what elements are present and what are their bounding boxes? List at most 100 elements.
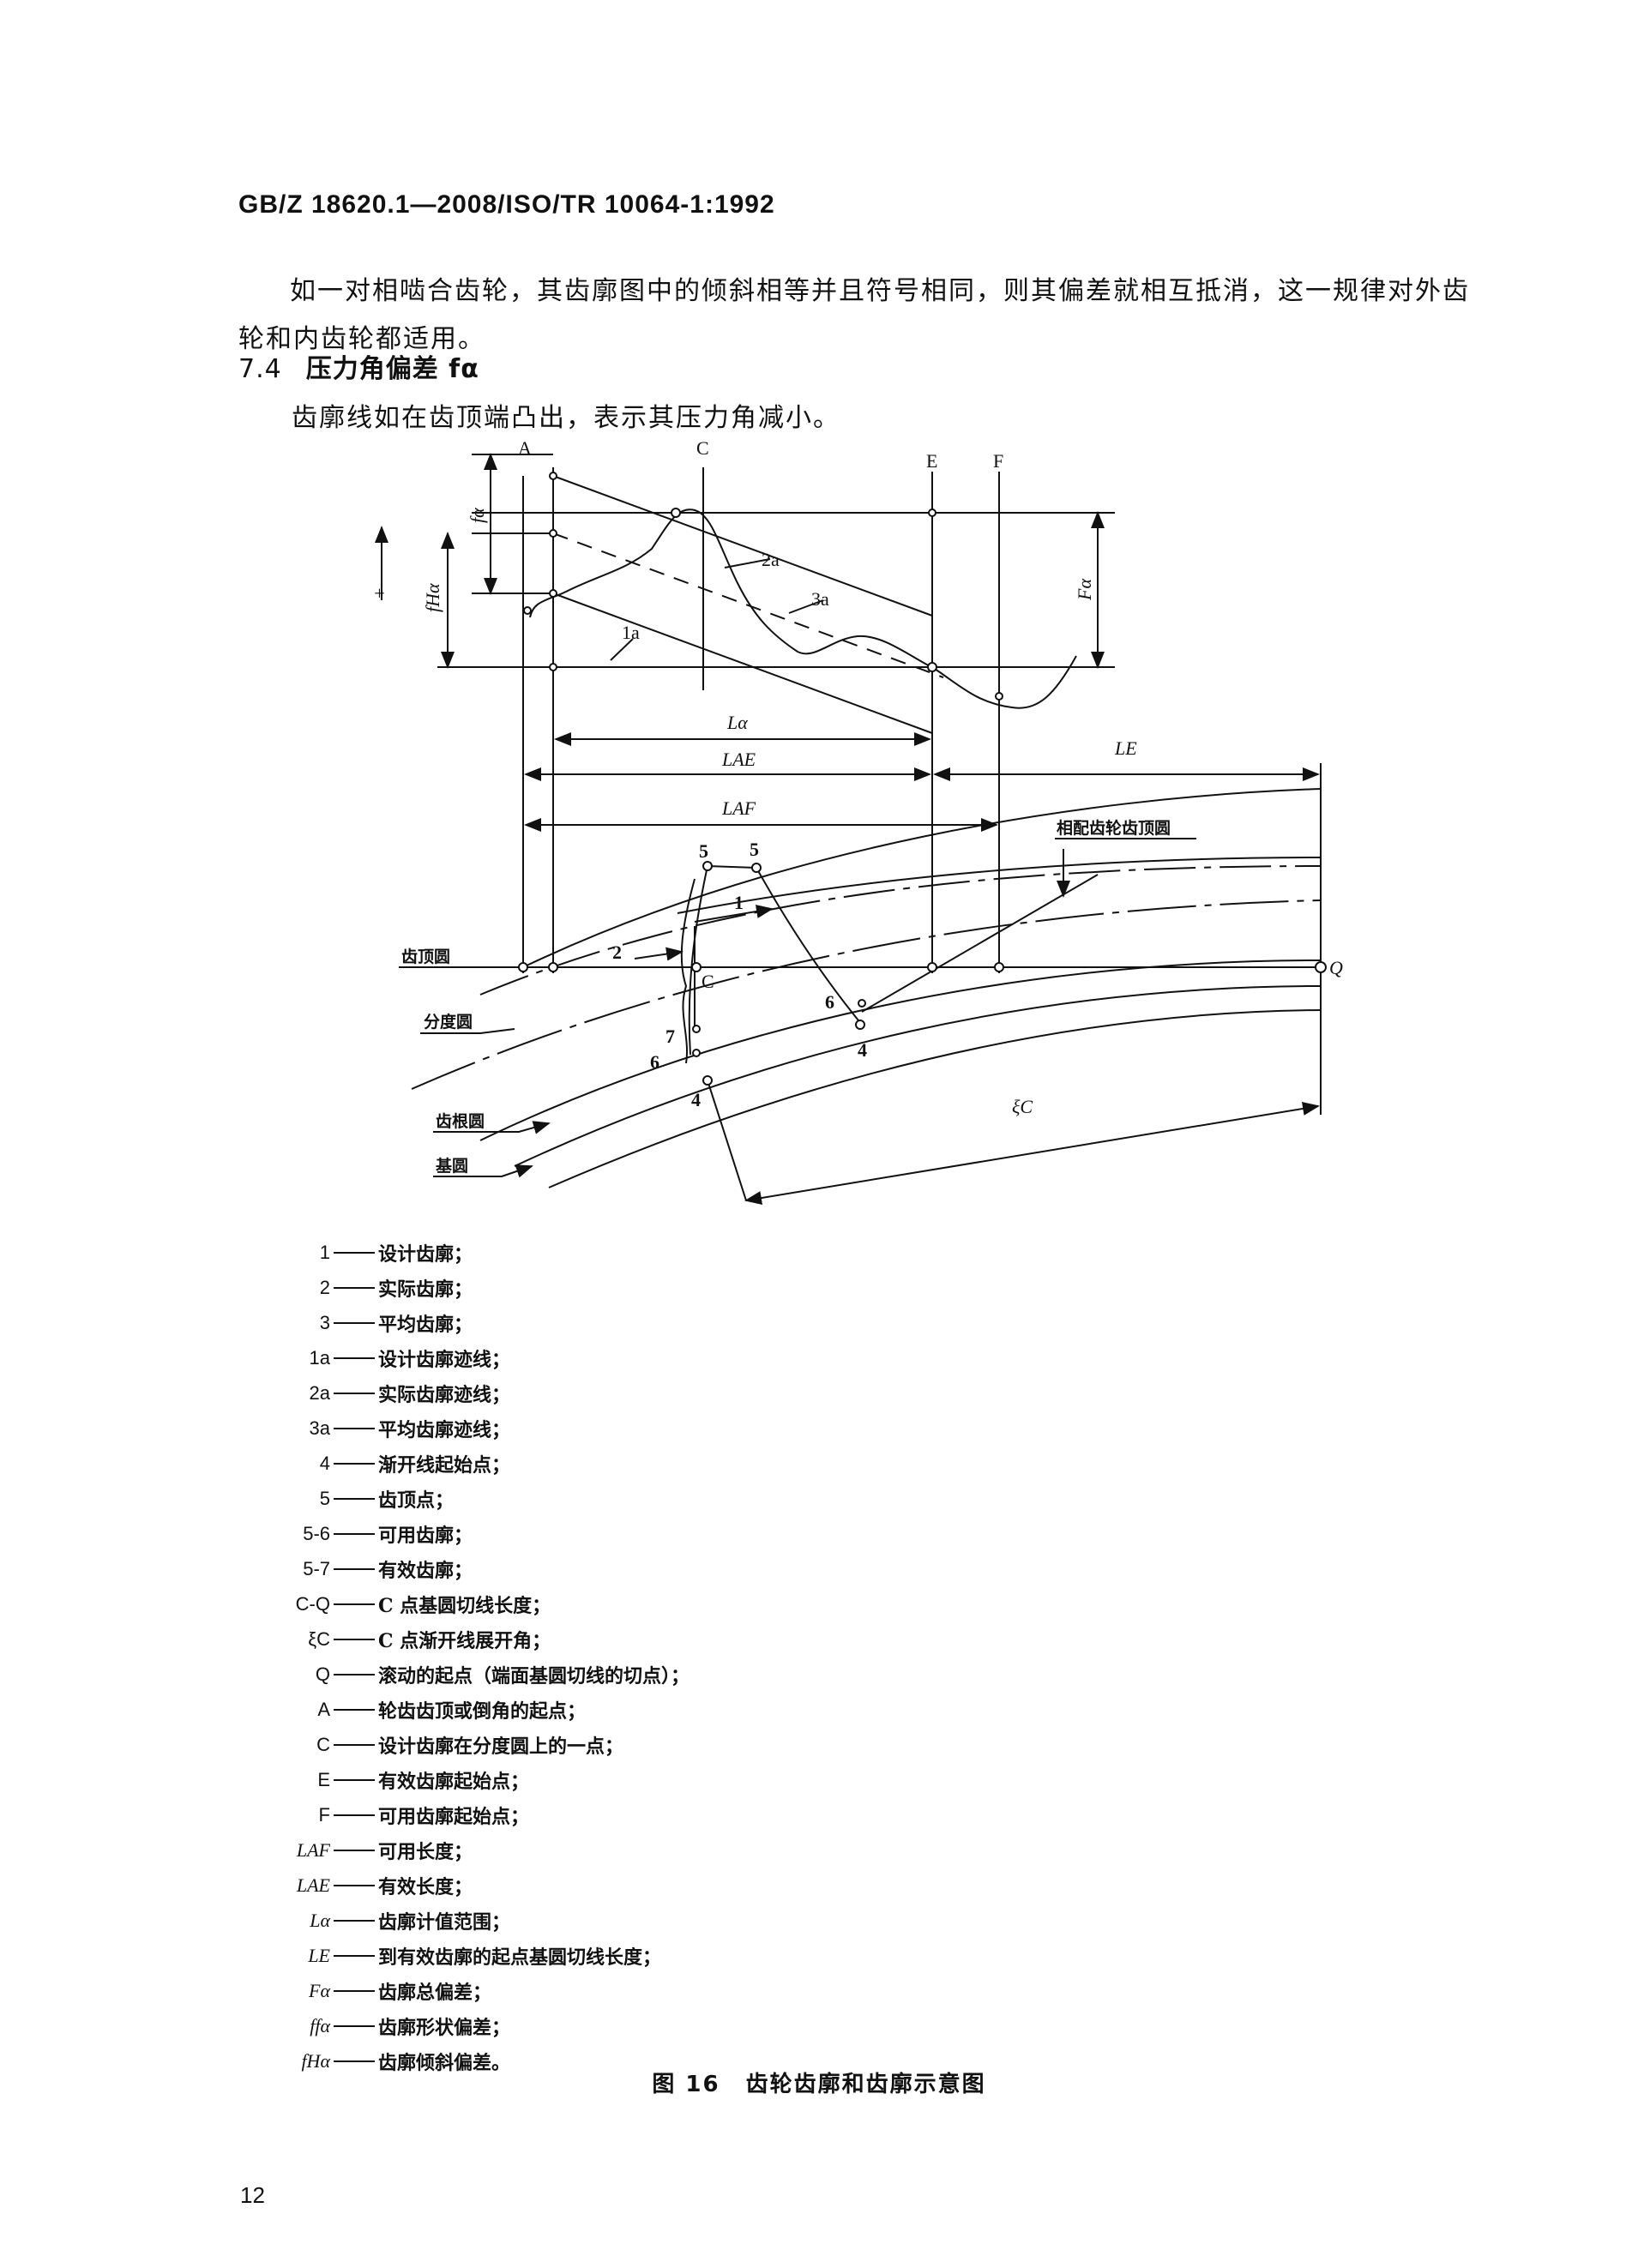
arrow-1	[694, 905, 774, 923]
ref-leader	[420, 1028, 515, 1034]
legend-dash	[334, 1497, 375, 1500]
label-a: A	[518, 437, 532, 459]
legend-text: 渐开线起始点；	[378, 1453, 511, 1477]
legend-dash	[334, 1462, 375, 1465]
point	[548, 962, 558, 972]
legend-dash	[334, 1954, 375, 1957]
label-3a: 3a	[811, 588, 829, 610]
legend-dash	[334, 1638, 375, 1640]
legend-text: 设计齿廓；	[378, 1242, 473, 1266]
legend-dash	[334, 1708, 375, 1711]
legend-dash	[334, 1532, 375, 1535]
legend-symbol: Lα	[310, 1909, 330, 1931]
legend-text: 可用齿廓；	[378, 1524, 473, 1547]
point	[549, 529, 557, 538]
legend-item: 3a 平均齿廓迹线；	[232, 1411, 1003, 1446]
page-number: 12	[240, 2182, 265, 2208]
legend-symbol: 3a	[309, 1417, 330, 1439]
legend-symbol: ξC	[308, 1627, 330, 1650]
legend-dash	[334, 1321, 375, 1324]
design-trace-1a	[552, 593, 933, 734]
legend-symbol: 5	[319, 1487, 330, 1509]
legend-text: 有效长度；	[378, 1875, 473, 1898]
legend-item: ffα 齿廓形状偏差；	[232, 2008, 1003, 2043]
label-l-e: LE	[1114, 737, 1137, 759]
legend-item: F 可用齿廓起始点；	[232, 1797, 1003, 1832]
legend-dash	[334, 1251, 375, 1254]
legend-symbol: 2	[319, 1276, 330, 1298]
legend-symbol: LAF	[296, 1838, 330, 1861]
label-plus: +	[369, 588, 390, 599]
legend-item: 4 渐开线起始点；	[232, 1446, 1003, 1481]
legend-symbol: LE	[308, 1944, 330, 1966]
label-6b: 6	[650, 1051, 659, 1073]
legend-symbol: 2a	[309, 1381, 330, 1404]
leader-3a	[788, 599, 824, 614]
leader-1a	[610, 638, 634, 661]
point	[855, 1020, 865, 1030]
legend-text: 齿顶点；	[378, 1489, 455, 1512]
tooth-top	[707, 865, 757, 869]
point	[549, 472, 557, 480]
legend-symbol: 3	[319, 1311, 330, 1333]
base-circle-arc	[548, 1009, 1322, 1188]
tooth-flank	[756, 867, 863, 1026]
legend-text: C 点基圆切线长度；	[378, 1594, 551, 1617]
actual-tooth-profile	[680, 878, 696, 1064]
legend-symbol: ffα	[310, 2014, 330, 2036]
legend-text: 齿廓形状偏差；	[378, 2016, 511, 2039]
legend-item: C-Q C 点基圆切线长度；	[232, 1586, 1003, 1621]
label-5b: 5	[750, 839, 759, 860]
legend-dash	[334, 1286, 375, 1289]
legend-dash	[334, 1603, 375, 1605]
point	[751, 863, 762, 873]
tip-circle-arc	[479, 865, 1322, 996]
label-7: 7	[665, 1026, 675, 1047]
paragraph: 如一对相啮合齿轮，其齿廓图中的倾斜相等并且符号相同，则其偏差就相互抵消，这一规律…	[238, 268, 1490, 364]
root-circle-arc2	[514, 985, 1322, 1167]
section-title: 压力角偏差 fα	[305, 354, 479, 384]
legend-text: 滚动的起点（端面基圆切线的切点）；	[378, 1664, 690, 1687]
legend-dash	[334, 1884, 375, 1886]
root-leader	[433, 1121, 551, 1134]
design-trace-2a	[552, 475, 933, 617]
legend-text: 平均齿廓迹线；	[378, 1418, 511, 1441]
label-1a: 1a	[622, 622, 640, 643]
legend-item: 5 齿顶点；	[232, 1481, 1003, 1516]
label-f-halpha: fHα	[422, 583, 443, 612]
legend-symbol: 4	[319, 1452, 330, 1474]
root-circle-arc	[479, 960, 1322, 1141]
legend-symbol: 1a	[309, 1346, 330, 1369]
legend-symbol: Fα	[309, 1979, 330, 2001]
point	[928, 508, 936, 517]
legend-symbol: fHα	[301, 2049, 330, 2072]
arrow-2	[634, 947, 684, 961]
design-tooth-profile	[688, 865, 708, 1056]
legend-text: 可用齿廓起始点；	[378, 1805, 530, 1828]
label-l-af: LAF	[721, 797, 756, 819]
legend-dash	[334, 2024, 375, 2027]
legend-item: Q 滚动的起点（端面基圆切线的切点）；	[232, 1657, 1003, 1692]
label-xi-c: ξC	[1012, 1096, 1033, 1117]
label-5a: 5	[699, 840, 708, 862]
legend-symbol: Q	[315, 1663, 330, 1685]
legend-symbol: C-Q	[295, 1592, 330, 1615]
label-2: 2	[612, 941, 622, 963]
legend-dash	[334, 1778, 375, 1781]
legend-symbol: F	[318, 1803, 330, 1826]
legend-symbol: C	[316, 1733, 330, 1755]
point	[995, 692, 1003, 701]
legend-text: 实际齿廓；	[378, 1278, 473, 1301]
mating-tip-arc-upper	[522, 788, 1322, 968]
point	[702, 1075, 713, 1086]
label-mating-tip-circle: 相配齿轮齿顶圆	[1057, 818, 1171, 838]
label-4b: 4	[691, 1089, 701, 1110]
